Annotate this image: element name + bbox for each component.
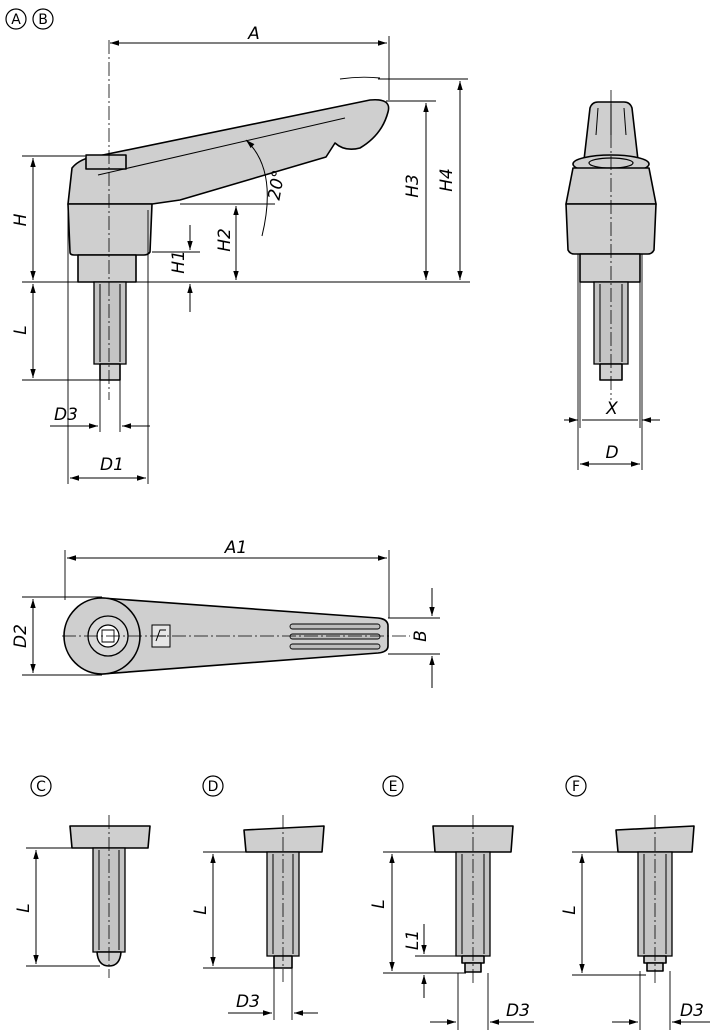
dim-label-x: X xyxy=(605,399,618,419)
front-view xyxy=(565,90,657,400)
side-view xyxy=(67,40,390,400)
dim-label-h4: H4 xyxy=(437,168,457,192)
dim-label-l-e: L xyxy=(369,899,389,908)
badge-c xyxy=(30,775,52,797)
dim-label-d3-e: D3 xyxy=(506,1001,530,1021)
lever-arm-side xyxy=(67,98,390,205)
hub-body-side xyxy=(67,203,153,256)
dim-label-a1: A1 xyxy=(224,538,247,558)
dim-label-d3-f: D3 xyxy=(680,1001,704,1021)
svg-text:B: B xyxy=(38,12,48,28)
badge-a: A xyxy=(5,8,27,30)
dim-label-d2: D2 xyxy=(11,624,31,648)
dim-label-d: D xyxy=(605,443,618,463)
badge-f xyxy=(565,775,587,797)
variant-c: C L xyxy=(14,775,151,978)
svg-text:A: A xyxy=(11,12,21,28)
dim-label-b: B xyxy=(411,630,431,642)
dim-label-d3-side: D3 xyxy=(54,405,78,425)
hub-stub-c xyxy=(69,825,151,849)
svg-text:F: F xyxy=(572,779,580,795)
svg-text:C: C xyxy=(36,779,46,795)
svg-text:D: D xyxy=(208,779,219,795)
dim-label-d1: D1 xyxy=(100,455,124,475)
thread-side xyxy=(93,281,127,365)
dim-label-h1: H1 xyxy=(169,250,189,274)
top-view xyxy=(62,597,410,675)
badge-e xyxy=(382,775,404,797)
hub-cap-side xyxy=(85,154,127,170)
dim-label-angle: 20° xyxy=(265,169,290,202)
hub-stub-d xyxy=(243,825,325,853)
dim-label-l-d: L xyxy=(191,905,211,914)
variant-f: F L D3 xyxy=(560,775,710,1030)
dim-label-h2: H2 xyxy=(215,228,235,252)
dim-label-a: A xyxy=(247,24,260,44)
badge-d xyxy=(202,775,224,797)
dim-label-l-c: L xyxy=(14,903,34,912)
badge-b: B xyxy=(32,8,54,30)
dim-label-l-f: L xyxy=(560,905,580,914)
dim-label-h3: H3 xyxy=(403,174,423,198)
variant-e: E L L1 D3 xyxy=(369,775,534,1030)
dim-label-h: H xyxy=(11,213,31,226)
dim-label-l1-e: L1 xyxy=(403,930,423,950)
collar-side xyxy=(77,254,137,283)
collar-front xyxy=(579,253,641,283)
svg-text:E: E xyxy=(389,779,398,795)
variant-d: D L D3 xyxy=(191,775,325,1020)
dim-label-l: L xyxy=(11,325,31,334)
pin-side xyxy=(99,363,121,381)
dim-label-d3-d: D3 xyxy=(236,992,260,1012)
